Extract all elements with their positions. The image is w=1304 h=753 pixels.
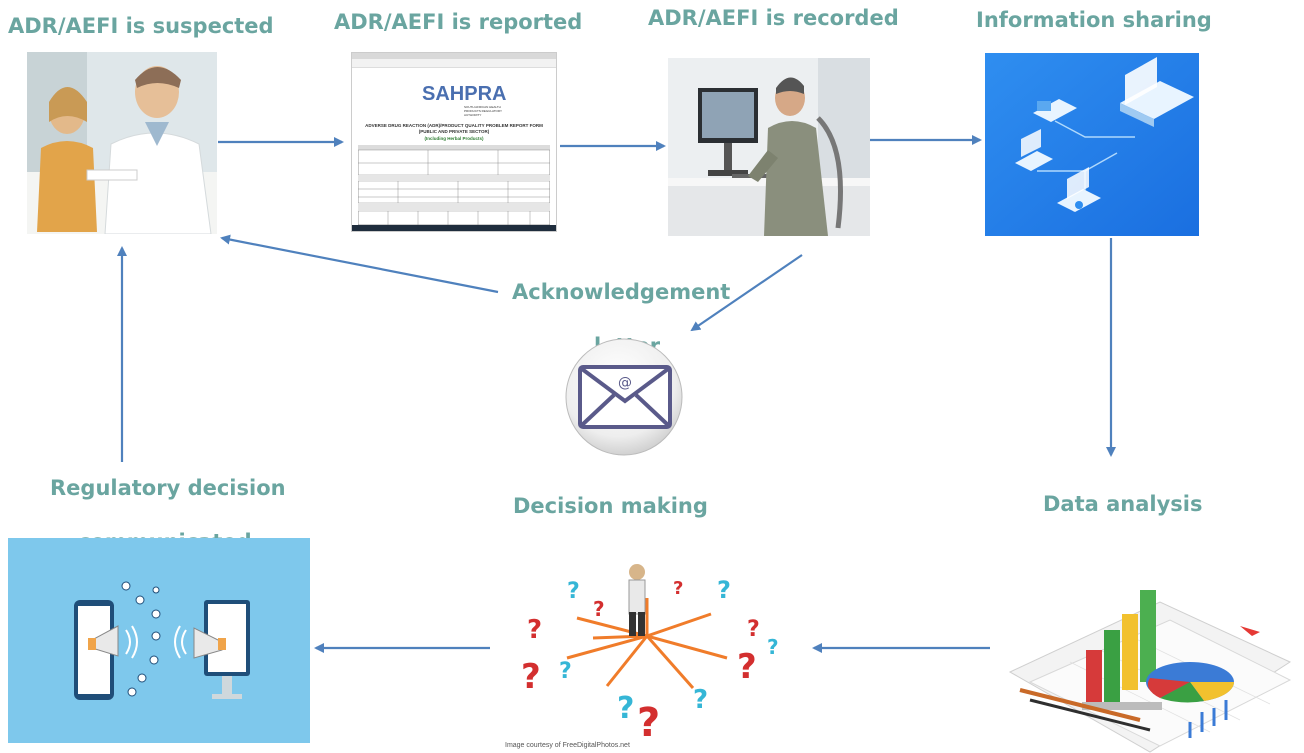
image-regulatory xyxy=(8,538,310,743)
svg-text:?: ? xyxy=(767,635,779,659)
label-regulatory-line1: Regulatory decision xyxy=(50,476,286,500)
svg-text:?: ? xyxy=(559,659,572,684)
image-ack: @ xyxy=(562,335,686,460)
svg-text:?: ? xyxy=(637,700,660,738)
image-decision: ? ? ? ? ? ? ? ? ? ? ? ? ? Image courtesy… xyxy=(497,558,799,753)
svg-text:?: ? xyxy=(521,657,541,697)
form-table xyxy=(358,145,550,225)
label-reported: ADR/AEFI is reported xyxy=(334,10,583,34)
label-sharing: Information sharing xyxy=(976,8,1212,32)
image-credit: Image courtesy of FreeDigitalPhotos.net xyxy=(505,742,630,749)
image-reported: SAHPRA SOUTH AFRICAN HEALTH PRODUCTS REG… xyxy=(351,52,557,232)
svg-text:?: ? xyxy=(737,647,757,687)
arrow-recorded-to-ack xyxy=(690,254,803,332)
form-title: ADVERSE DRUG REACTION (ADR)/PRODUCT QUAL… xyxy=(365,123,543,134)
label-ack-line1: Acknowledgement xyxy=(512,280,731,304)
svg-text:?: ? xyxy=(567,579,580,604)
image-analysis xyxy=(990,562,1304,753)
form-logo-sub: SOUTH AFRICAN HEALTH PRODUCTS REGULATORY… xyxy=(464,105,502,117)
label-analysis: Data analysis xyxy=(1043,492,1203,516)
image-sharing xyxy=(985,53,1199,236)
image-suspected xyxy=(27,52,217,234)
svg-text:?: ? xyxy=(693,685,708,715)
form-logo: SAHPRA xyxy=(422,83,507,105)
svg-text:?: ? xyxy=(717,576,731,604)
label-recorded: ADR/AEFI is recorded xyxy=(648,6,899,30)
svg-text:@: @ xyxy=(618,375,632,391)
form-subtitle: (Including Herbal Products) xyxy=(424,136,484,141)
image-recorded xyxy=(668,58,870,236)
label-suspected: ADR/AEFI is suspected xyxy=(8,14,274,38)
svg-text:?: ? xyxy=(593,597,605,621)
svg-text:?: ? xyxy=(527,615,542,645)
label-regulatory-line2: communicated xyxy=(78,530,252,540)
svg-text:?: ? xyxy=(747,617,760,642)
envelope-icon: @ xyxy=(565,338,683,456)
arrow-ack-to-suspected xyxy=(220,234,499,294)
svg-text:?: ? xyxy=(617,691,634,726)
label-decision: Decision making xyxy=(513,494,708,518)
svg-text:?: ? xyxy=(673,578,683,599)
